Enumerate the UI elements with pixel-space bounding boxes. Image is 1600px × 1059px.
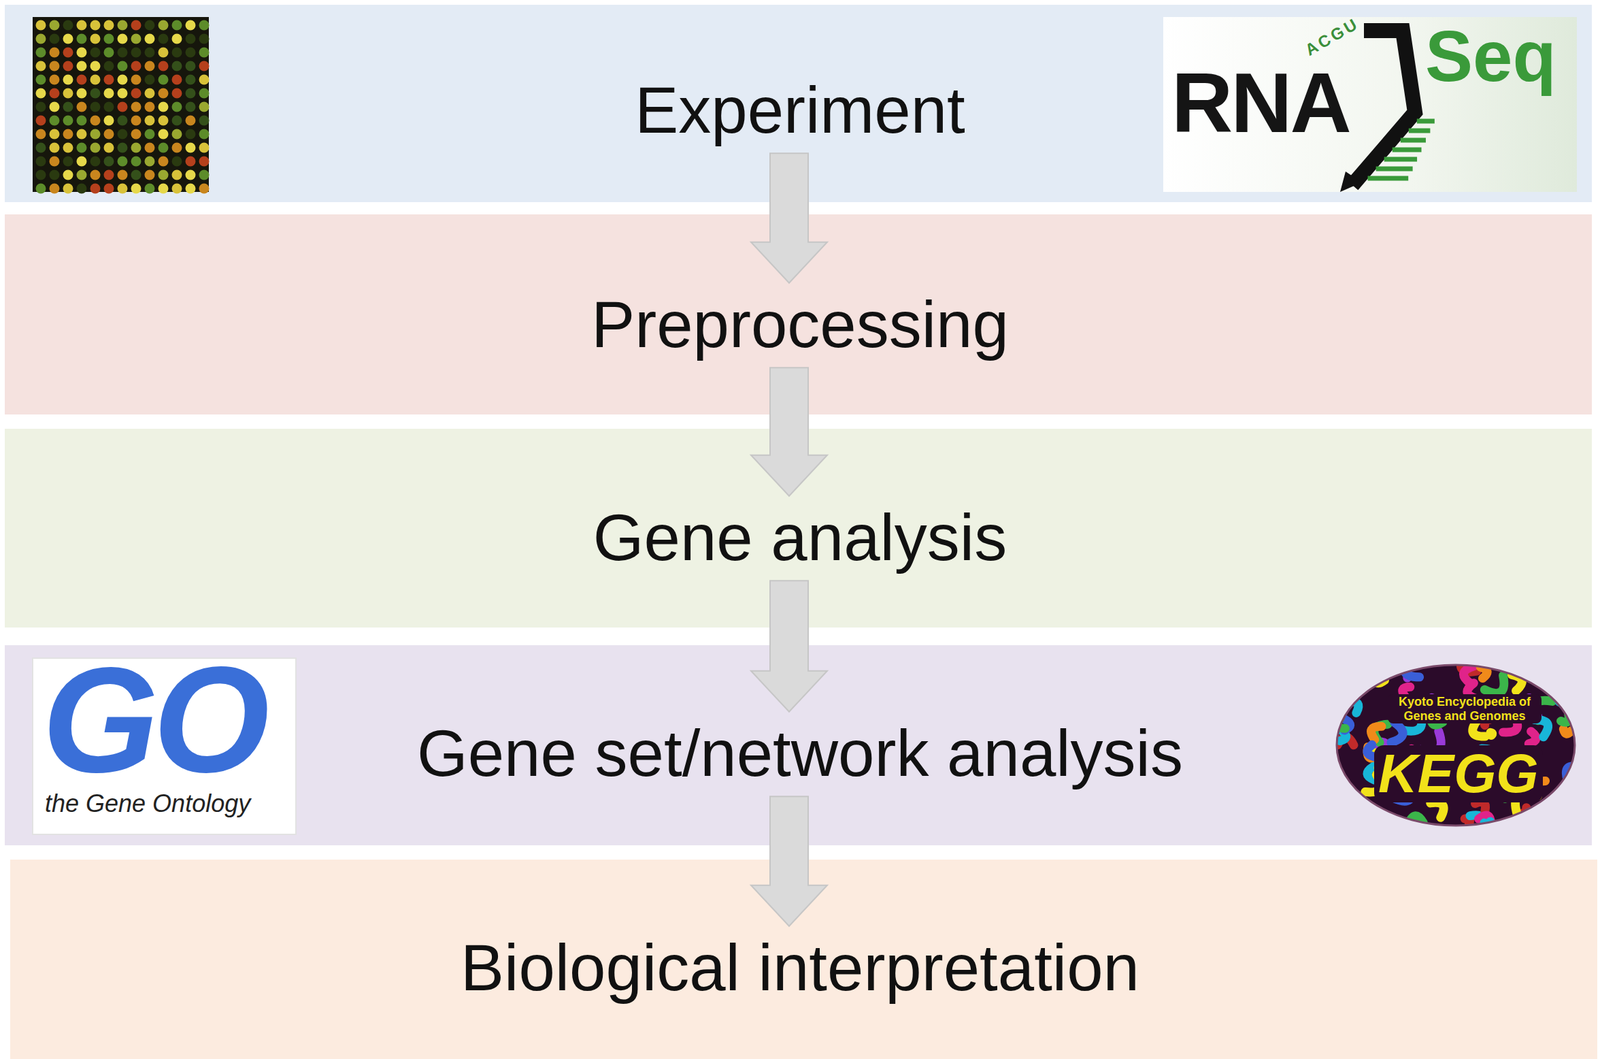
logo-caption: the Gene Ontology [44, 789, 251, 818]
logo-word: KEGG [1374, 744, 1543, 803]
stage-band: Gene analysis [4, 428, 1592, 628]
stage-band: Biological interpretation [10, 859, 1598, 1059]
stage-title: Biological interpretation [460, 929, 1140, 1005]
stage-title: Experiment [634, 72, 966, 148]
logo-word: Seq [1425, 20, 1557, 92]
stage-band: Preprocessing [4, 214, 1592, 415]
stage-title: Gene set/network analysis [417, 715, 1183, 791]
logo-word: RNA [1171, 59, 1350, 145]
stage-title: Preprocessing [591, 287, 1009, 362]
stage-title: Gene analysis [593, 500, 1007, 575]
logo-word: GO [42, 651, 264, 788]
logo-caption: Kyoto Encyclopedia of Genes and Genomes [1387, 693, 1542, 724]
